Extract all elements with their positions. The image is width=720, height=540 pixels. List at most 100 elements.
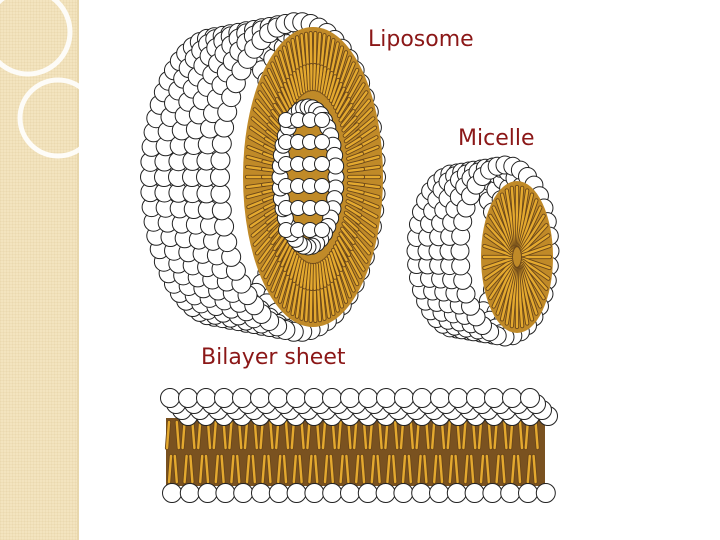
lipid-head xyxy=(357,483,378,503)
lipid-tail xyxy=(486,224,513,253)
lipid-tail xyxy=(520,214,545,252)
lipid-tail xyxy=(493,420,498,450)
lipid-head xyxy=(466,388,486,408)
lipid-tail xyxy=(438,454,444,484)
lipid-head xyxy=(268,388,288,408)
lipid-tail xyxy=(275,420,280,450)
lipid-tail xyxy=(320,261,327,287)
lipid-tail xyxy=(267,257,283,286)
lipid-head xyxy=(393,483,414,503)
lipid-tail xyxy=(440,420,446,450)
lipid-tail xyxy=(333,245,345,267)
lipid-head xyxy=(314,200,330,216)
lipid-tail xyxy=(316,420,321,450)
decorative-side-panel xyxy=(0,0,78,540)
lipid-tail xyxy=(300,420,305,450)
bilayer-heads xyxy=(160,388,558,503)
lipid-head xyxy=(327,157,345,175)
lipid-tail xyxy=(313,285,317,323)
lipid-tail xyxy=(462,420,467,450)
lipid-tail xyxy=(222,420,227,450)
micelle xyxy=(406,155,560,347)
lipid-tail xyxy=(516,454,522,484)
lipid-tail xyxy=(329,78,340,102)
lipid-head xyxy=(429,483,449,503)
lipid-tail xyxy=(425,420,430,450)
lipid-tail xyxy=(325,257,333,283)
lipid-head xyxy=(314,178,330,194)
lipid-tail xyxy=(344,211,360,224)
lipid-head xyxy=(411,483,432,503)
lipid-head xyxy=(448,388,468,408)
lipid-tail xyxy=(293,71,301,97)
lipid-tail xyxy=(347,152,364,160)
lipid-tail xyxy=(316,32,322,69)
lipid-tail xyxy=(472,420,477,450)
lipid-tail xyxy=(392,454,397,484)
lipid-head xyxy=(210,167,230,187)
lipid-tail xyxy=(299,261,306,287)
lipid-tail xyxy=(343,68,359,97)
lipid-tail xyxy=(521,257,551,270)
lipid-tail xyxy=(521,244,551,257)
lipid-tail xyxy=(329,42,339,77)
lipid-tail xyxy=(342,222,357,238)
lipid-head xyxy=(314,112,330,128)
lipid-tail xyxy=(479,454,485,484)
lipid-tail xyxy=(283,248,295,272)
lipid-head xyxy=(446,483,467,503)
lipid-tail xyxy=(343,217,359,231)
lipid-tail xyxy=(296,69,304,95)
lipid-head xyxy=(196,388,216,408)
lipid-tail xyxy=(353,420,358,450)
lipid-tail xyxy=(346,144,363,154)
lipid-tail xyxy=(492,264,514,308)
micelle-label: Micelle xyxy=(458,126,535,151)
lipid-tail xyxy=(335,271,348,303)
lipid-tail xyxy=(281,87,293,109)
lipid-tail xyxy=(343,257,359,286)
lipid-head xyxy=(233,483,254,503)
lipid-head xyxy=(518,483,538,503)
lipid-tail xyxy=(287,42,297,77)
lipid-tail xyxy=(338,56,352,88)
lipid-tail xyxy=(315,263,320,290)
lipid-tail xyxy=(532,454,537,484)
lipid-tail xyxy=(340,227,355,245)
lipid-tail xyxy=(503,420,508,450)
lipid-tail xyxy=(378,420,383,450)
lipid-tail xyxy=(483,244,513,257)
lipid-tail xyxy=(348,83,365,108)
lipid-tail xyxy=(470,454,475,484)
lipid-tail xyxy=(304,285,310,322)
lipid-tail xyxy=(521,261,548,290)
lipid-tail xyxy=(274,266,288,298)
lipid-tail xyxy=(487,420,492,450)
lipid-tail xyxy=(318,65,323,92)
lipid-tail xyxy=(342,116,357,132)
lipid-tail xyxy=(335,92,348,113)
lipid-tail xyxy=(255,99,274,120)
lipid-tail xyxy=(509,420,514,450)
lipid-tail xyxy=(409,420,414,450)
lipid-tail xyxy=(407,454,412,484)
decorative-rings xyxy=(0,0,99,159)
lipid-tail xyxy=(322,69,330,95)
lipid-tail xyxy=(345,454,350,484)
lipid-tail xyxy=(464,454,469,484)
lipid-tail xyxy=(477,420,483,450)
lipid-tail xyxy=(295,36,303,72)
lipid-tail xyxy=(214,454,220,484)
lipid-head xyxy=(394,388,414,408)
micelle-tails xyxy=(481,184,553,330)
lipid-tail xyxy=(332,274,344,308)
lipid-tail xyxy=(526,454,531,484)
lipid-tail xyxy=(347,167,365,173)
lipid-tail xyxy=(258,91,276,114)
lipid-tail xyxy=(325,71,333,97)
lipid-tail xyxy=(335,241,348,262)
lipid-tail xyxy=(339,454,344,484)
lipid-tail xyxy=(274,56,288,88)
lipid-tail xyxy=(320,33,326,70)
